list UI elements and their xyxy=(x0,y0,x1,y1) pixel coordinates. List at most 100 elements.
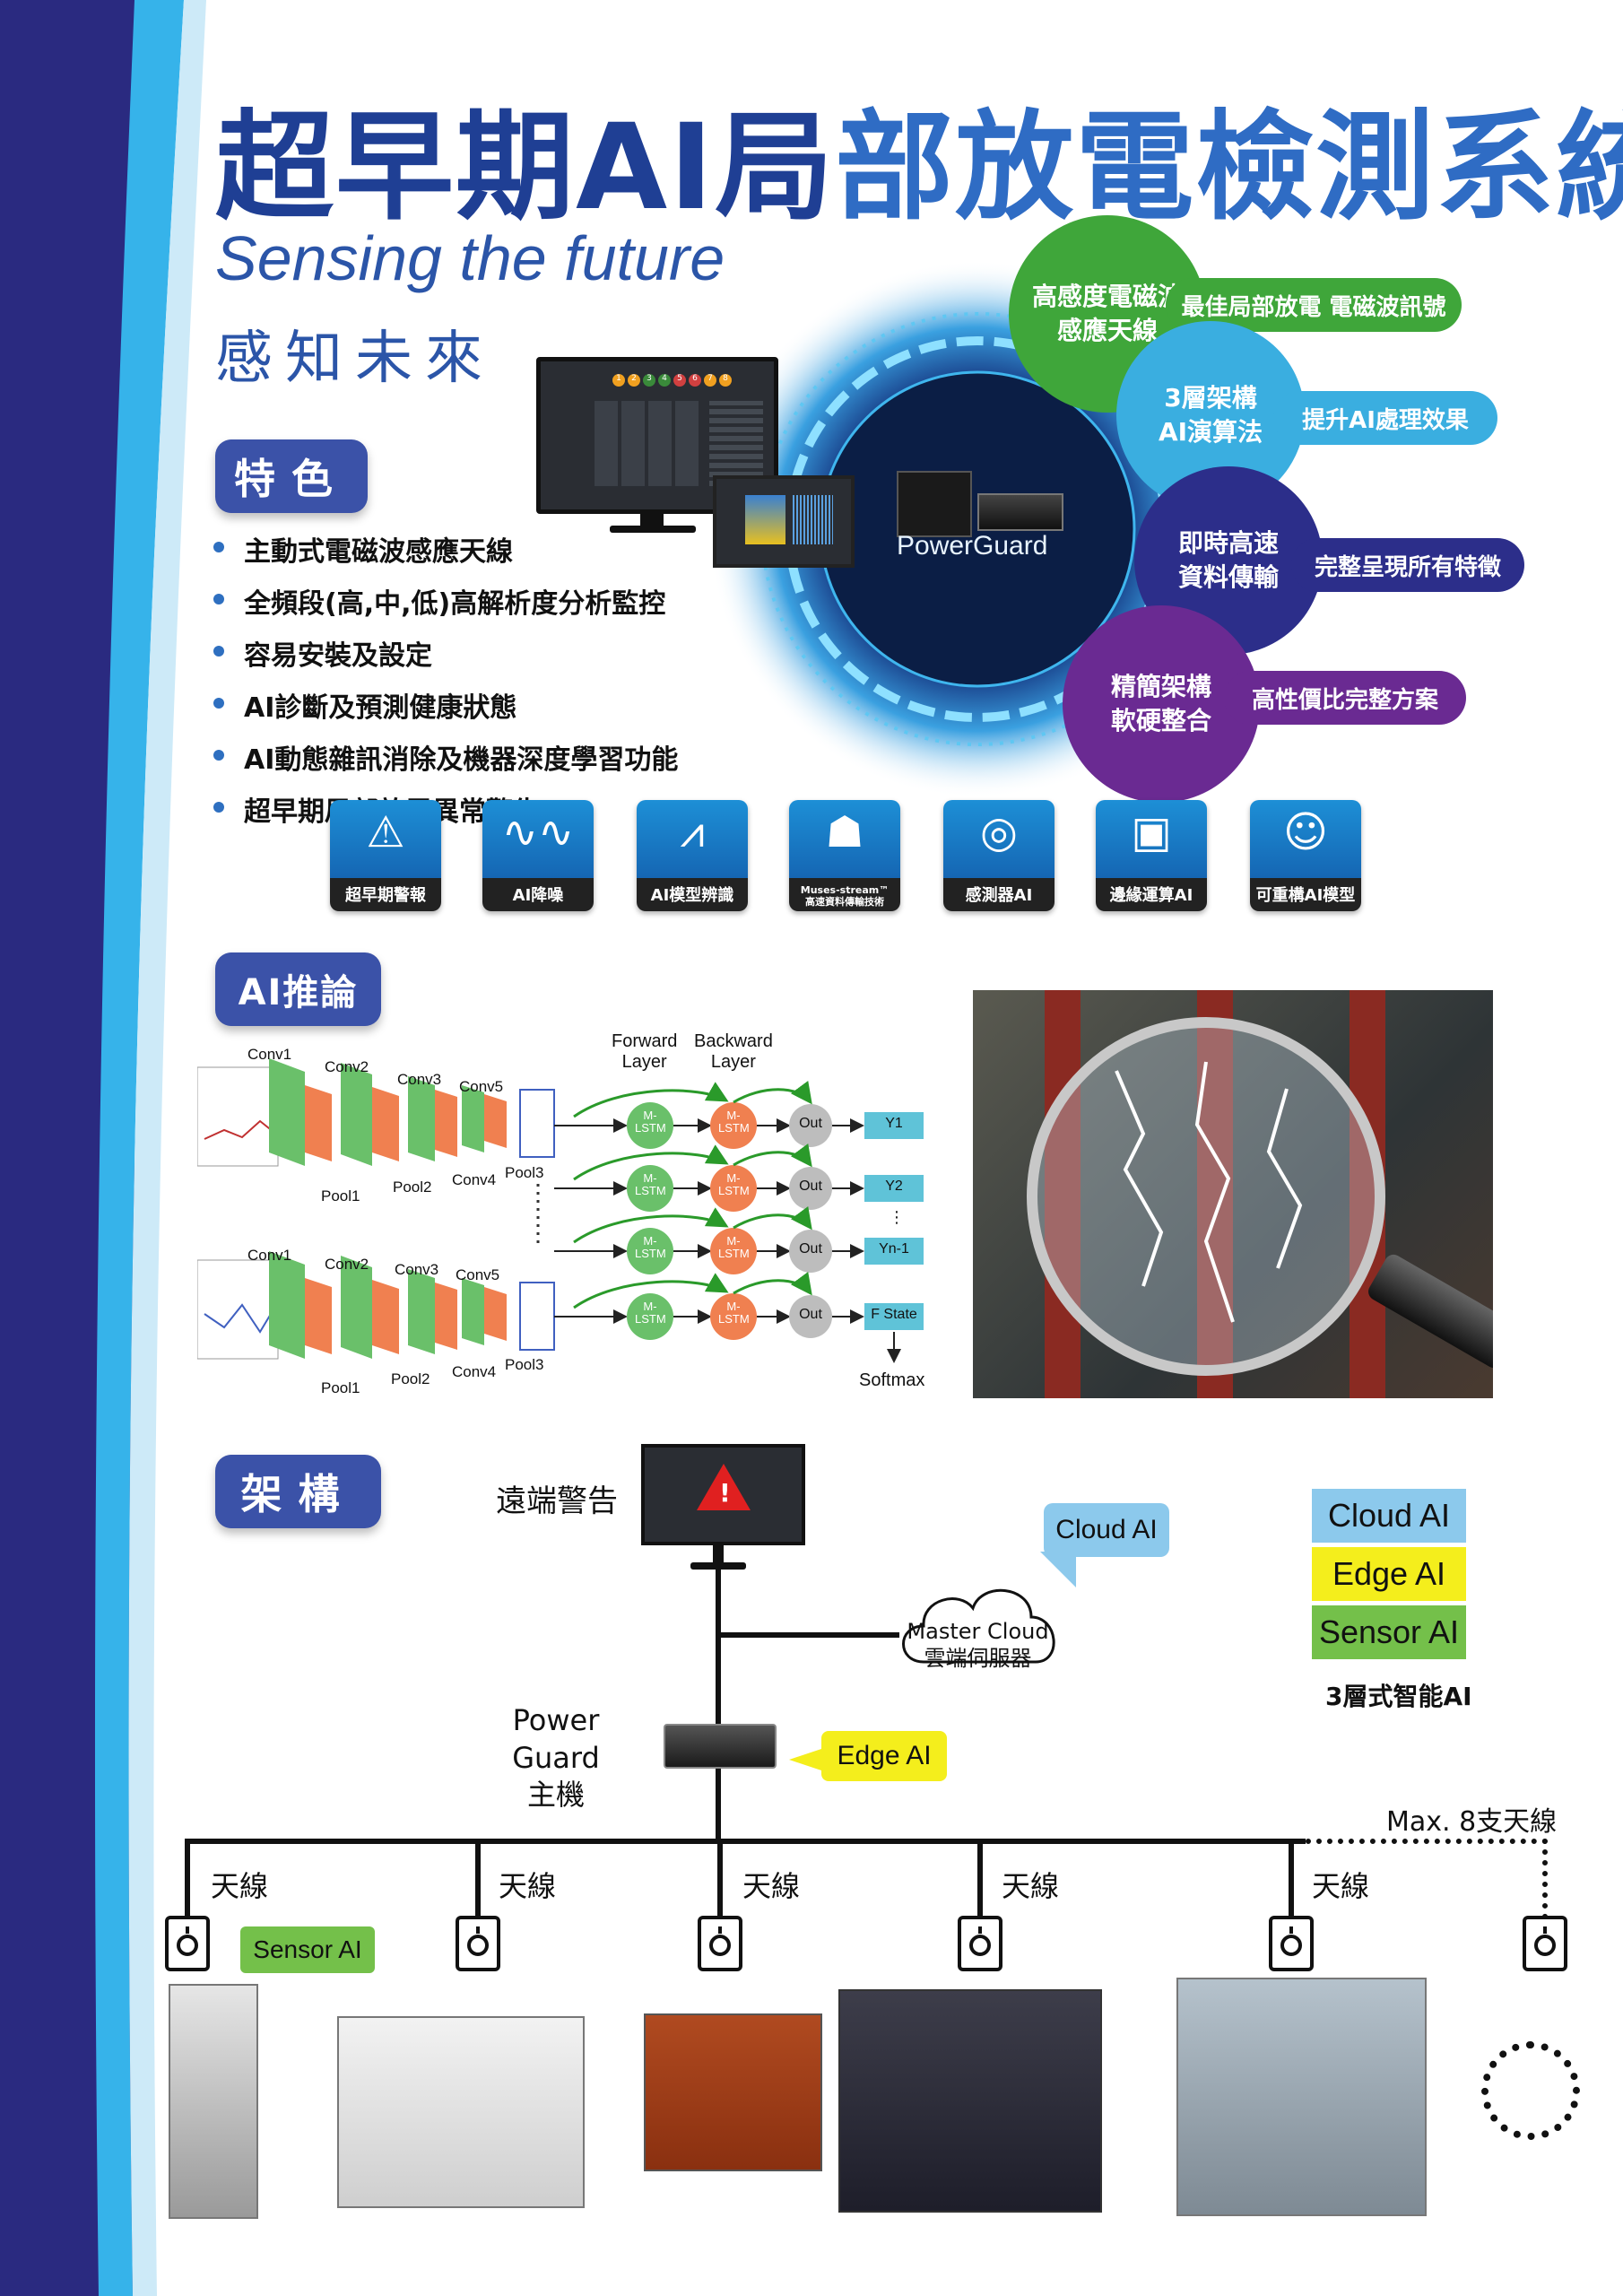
sensor-ai-callout: Sensor AI xyxy=(240,1926,375,1973)
conv-label: Conv2 xyxy=(325,1256,369,1273)
feature-item: 容易安裝及設定 xyxy=(213,633,678,673)
forward-lstm-label: M- LSTM xyxy=(635,1171,666,1197)
cnn-lstm-diagram xyxy=(197,1058,924,1363)
output-box xyxy=(864,1175,924,1202)
indicator: 2 xyxy=(628,374,640,387)
antenna-drop-line xyxy=(977,1839,983,1919)
antenna-sensor-icon xyxy=(698,1916,742,1971)
backward-layer-label: Backward Layer xyxy=(694,1031,773,1072)
icon-label: Muses-stream™ 高速資料傳輸技術 xyxy=(800,883,890,908)
conv-label: Conv5 xyxy=(459,1078,504,1095)
pool-label: Pool2 xyxy=(391,1370,430,1387)
ai-inference-badge: AI推論 xyxy=(215,952,381,1026)
monitor-indicators: 1 2 3 4 5 6 7 8 xyxy=(612,374,732,387)
forward-lstm-node xyxy=(627,1228,673,1274)
icon-label: 可重構AI模型 xyxy=(1255,886,1356,905)
power-transformer-image xyxy=(838,1989,1102,2213)
pill-ai-effect: 提升AI處理效果 xyxy=(1273,391,1497,445)
remote-monitor-base xyxy=(690,1562,746,1570)
forward-layer-label: Forward Layer xyxy=(612,1031,678,1072)
indicator: 6 xyxy=(689,374,701,387)
max-antennas-label: Max. 8支天線 xyxy=(1386,1806,1558,1838)
powerguard-box xyxy=(977,493,1063,531)
forward-lstm-label: M- LSTM xyxy=(635,1109,666,1135)
icon-tile-alarm: ⚠ 超早期警報 xyxy=(330,800,441,911)
softmax-label: Softmax xyxy=(859,1370,925,1390)
bubble-antenna-text: 高感度電磁波 感應天線 xyxy=(1031,282,1183,345)
indicator: 1 xyxy=(612,374,625,387)
conv-label: Conv1 xyxy=(247,1046,292,1063)
output-label: Y1 xyxy=(885,1116,903,1131)
indicator: 4 xyxy=(658,374,671,387)
antenna-drop-line xyxy=(717,1839,723,1919)
output-label: F State xyxy=(871,1307,917,1322)
power-guard-label: Power Guard 主機 xyxy=(512,1703,600,1813)
legend-cloud-ai: Cloud AI xyxy=(1312,1489,1466,1543)
alarm-icon: ⚠ xyxy=(366,807,405,857)
bubble-integration-text: 精簡架構 軟硬整合 xyxy=(1110,672,1211,735)
cnn-top xyxy=(197,1058,507,1167)
icon-tile-model: ⩘ AI模型辨識 xyxy=(637,800,748,911)
page-title: 超早期AI局部放電檢測系統 xyxy=(215,99,1623,237)
subtitle-english: Sensing the future xyxy=(215,223,725,293)
backward-lstm-label: M- LSTM xyxy=(718,1234,750,1260)
powerguard-label: PowerGuard xyxy=(897,531,1048,561)
out-label: Out xyxy=(799,1241,822,1257)
monitor-gauges xyxy=(595,401,702,486)
antenna-sensor-icon xyxy=(958,1916,1002,1971)
pool-label: Pool3 xyxy=(505,1356,544,1373)
icon-label: 超早期警報 xyxy=(345,886,426,905)
antenna-label: 天線 xyxy=(211,1869,269,1903)
icon-tile-sensor: ◎ 感測器AI xyxy=(943,800,1055,911)
antenna-sensor-icon xyxy=(1523,1916,1567,1971)
output-box xyxy=(864,1238,924,1265)
antenna-label: 天線 xyxy=(499,1869,557,1903)
cloud-icon xyxy=(902,1588,1055,1664)
out-label: Out xyxy=(799,1178,822,1194)
left-stripe-curve xyxy=(94,0,206,2296)
indicator: 8 xyxy=(719,374,732,387)
antenna-sensor-icon xyxy=(1269,1916,1314,1971)
backward-lstm-label: M- LSTM xyxy=(718,1300,750,1326)
waveform-icon: ∿∿ xyxy=(501,807,575,857)
cloud-ai-callout: Cloud AI xyxy=(1044,1503,1169,1557)
transformer-image xyxy=(644,2013,822,2171)
icon-tile-edge: ▣ 邊緣運算AI xyxy=(1096,800,1207,911)
icon-tile-reconfig: ☺ 可重構AI模型 xyxy=(1250,800,1361,911)
output-ellipsis: ⋮ xyxy=(889,1208,905,1227)
pill-cost-effective: 高性價比完整方案 xyxy=(1224,671,1466,725)
pool-label: Pool3 xyxy=(505,1164,544,1181)
laptop-screen xyxy=(713,475,855,568)
antenna-sensor-icon xyxy=(165,1916,210,1971)
dotted-extension xyxy=(1306,1839,1548,1844)
edge-ai-callout: Edge AI xyxy=(821,1731,947,1781)
remote-alert-label: 遠端警告 xyxy=(496,1483,618,1519)
feature-item: AI診斷及預測健康狀態 xyxy=(213,685,678,725)
gis-equipment-image xyxy=(1176,1978,1427,2216)
features-list: 主動式電磁波感應天線 全頻段(高,中,低)高解析度分析監控 容易安裝及設定 AI… xyxy=(213,529,678,841)
conv-label: Conv3 xyxy=(397,1071,442,1088)
pool-label: Conv4 xyxy=(452,1363,497,1380)
master-cloud-label: Master Cloud 雲端伺服器 xyxy=(907,1619,1049,1671)
forward-lstm-node xyxy=(627,1102,673,1149)
antenna-sensor-icon xyxy=(456,1916,500,1971)
edge-callout-tail xyxy=(789,1749,821,1770)
power-guard-box xyxy=(664,1724,777,1769)
features-badge: 特色 xyxy=(215,439,368,513)
pool-label: Pool2 xyxy=(393,1178,432,1196)
out-label: Out xyxy=(799,1116,822,1131)
architecture-badge: 架構 xyxy=(215,1455,381,1528)
chart-icon: ⩘ xyxy=(680,807,705,857)
partial-discharge-photo xyxy=(973,990,1493,1398)
forward-lstm-node xyxy=(627,1165,673,1212)
backward-lstm-node xyxy=(710,1228,757,1274)
pill-full-features: 完整呈現所有特徵 xyxy=(1291,538,1524,592)
face-icon: ☗ xyxy=(825,807,864,857)
conv-label: Conv2 xyxy=(325,1058,369,1075)
forward-lstm-label: M- LSTM xyxy=(635,1234,666,1260)
out-node xyxy=(789,1295,832,1338)
out-label: Out xyxy=(799,1307,822,1322)
out-node xyxy=(789,1104,832,1147)
switchgear-image xyxy=(169,1984,258,2219)
conv-label: Conv1 xyxy=(247,1247,292,1264)
